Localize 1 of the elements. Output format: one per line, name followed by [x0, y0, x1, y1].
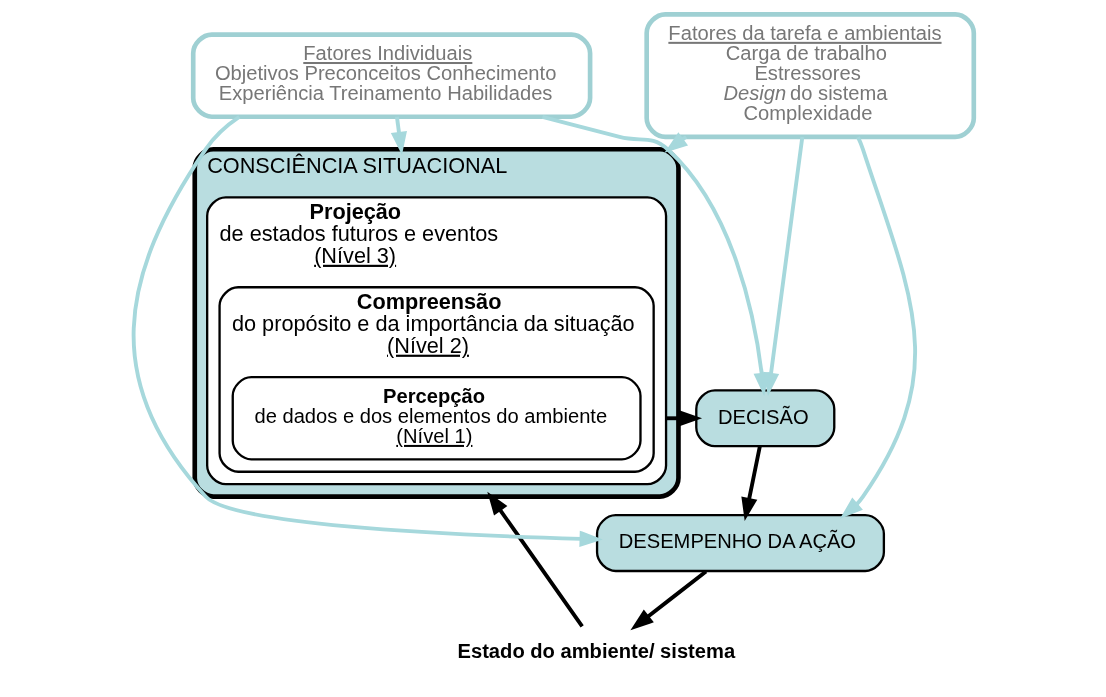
node-text: Estado do ambiente/ sistema — [457, 640, 735, 663]
